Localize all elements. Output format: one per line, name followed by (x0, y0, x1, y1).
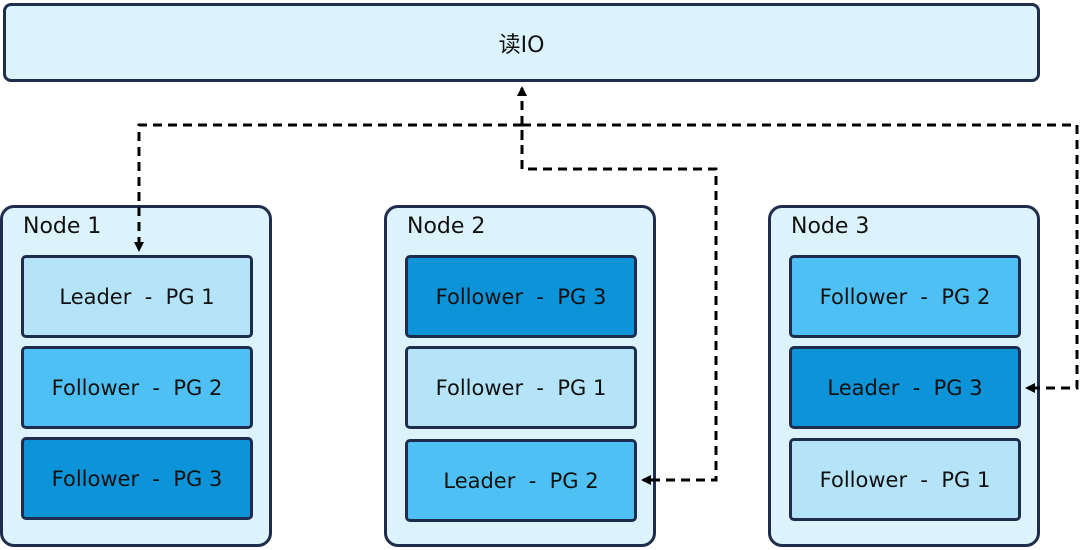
node-title: Node 1 (23, 214, 102, 239)
pg-box-node3-follower-pg1: Follower - PG 1 (789, 438, 1021, 521)
pg-box-node1-follower-pg3: Follower - PG 3 (21, 437, 253, 520)
pg-box-node2-leader-pg2: Leader - PG 2 (405, 439, 637, 522)
pg-box-node3-follower-pg2: Follower - PG 2 (789, 255, 1021, 338)
pg-box-node2-follower-pg3: Follower - PG 3 (405, 255, 637, 338)
pg-box-node1-leader-pg1: Leader - PG 1 (21, 255, 253, 338)
node-title: Node 3 (791, 214, 870, 239)
read-io-label: 读IO (498, 32, 545, 58)
pg-box-node2-follower-pg1: Follower - PG 1 (405, 346, 637, 429)
arrow-to-node2-leader (520, 130, 718, 485)
node-title: Node 2 (407, 214, 486, 239)
node-2: Node 2 Follower - PG 3 Follower - PG 1 L… (384, 205, 656, 547)
node-3: Node 3 Follower - PG 2 Leader - PG 3 Fol… (768, 205, 1040, 547)
pg-box-node1-follower-pg2: Follower - PG 2 (21, 346, 253, 429)
arrow-to-node3-leader (522, 123, 1079, 393)
read-io-box: 读IO (3, 3, 1040, 82)
arrow-to-node1-leader (134, 123, 522, 252)
pg-box-node3-leader-pg3: Leader - PG 3 (789, 346, 1021, 429)
node-1: Node 1 Leader - PG 1 Follower - PG 2 Fol… (0, 205, 272, 547)
